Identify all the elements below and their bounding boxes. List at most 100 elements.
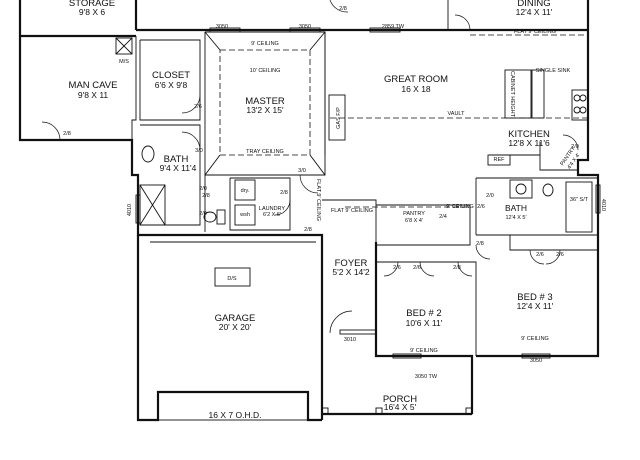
bath2-tub xyxy=(565,181,593,233)
ds-label: D/S xyxy=(227,276,237,282)
tray-ceiling-lines xyxy=(204,31,326,176)
ref-note: REF xyxy=(494,157,506,163)
dryer-label: dry. xyxy=(241,188,250,194)
window-great-room xyxy=(369,27,401,33)
bed3-9-ceiling: 9' CEILING xyxy=(521,336,549,342)
door-28-lower: 2/8 xyxy=(304,227,312,233)
laundry-size: 6'2 X 6' xyxy=(263,212,281,218)
garage-name: GARAGE xyxy=(215,313,256,324)
door-28-bath2: 2/8 xyxy=(476,241,484,247)
storage-name: STORAGE xyxy=(69,0,115,9)
door-26-pantry: 2/6 xyxy=(477,204,485,210)
interior-walls xyxy=(20,0,598,356)
dim-3050-bed3: 3050 xyxy=(530,358,542,364)
man-cave-size: 9'8 X 11 xyxy=(78,90,109,100)
disconnect-switch-box xyxy=(214,267,251,287)
fixtures xyxy=(115,27,601,421)
kitchen-size: 12'8 X 11'6 xyxy=(508,138,550,148)
gas-fp-note: GAS F/P xyxy=(336,107,342,129)
fireplace xyxy=(328,94,346,141)
window-bed2 xyxy=(392,353,422,359)
bath2-sink xyxy=(509,179,533,199)
bath2-name: BATH xyxy=(505,203,527,213)
hall-flat-ceiling: FLAT 9' CEILING xyxy=(331,208,373,214)
porch-name: PORCH xyxy=(383,394,417,405)
kitchen-island xyxy=(504,69,532,119)
door-26-bed3b: 2/6 xyxy=(556,252,564,258)
storage-size: 9'8 X 6 xyxy=(79,7,105,17)
door-30-closet: 3/0 xyxy=(195,148,203,154)
door-20-bath: 2/0 xyxy=(199,186,207,192)
ceiling-lines xyxy=(219,34,588,208)
master-9-ceiling: 9' CEILING xyxy=(251,41,279,47)
pantry-large-size: 6'8 X 4' xyxy=(405,218,423,224)
ohd-label: 16 X 7 O.H.D. xyxy=(209,410,262,420)
great-room-name: GREAT ROOM xyxy=(384,74,448,85)
door-30-master: 3/0 xyxy=(298,168,306,174)
door-26-bed3a: 2/6 xyxy=(536,252,544,258)
dim-4010-left: 4010 xyxy=(127,204,133,216)
master-toilet xyxy=(203,211,217,223)
dim-3050-tw: 3050 TW xyxy=(415,374,438,380)
door-20-bath2: 2/0 xyxy=(486,193,494,199)
window-master-2 xyxy=(289,27,321,33)
bed2-9-ceiling: 9' CEILING xyxy=(410,348,438,354)
foyer-size: 5'2 X 14'2 xyxy=(332,267,370,277)
washer-label: wsh xyxy=(239,212,250,218)
bed3-name: BED # 3 xyxy=(517,292,552,303)
door-28-top: 2/8 xyxy=(339,6,347,12)
cabinet-height-note: CABINET HEIGHT xyxy=(509,71,515,118)
door-20-bottom-bath: 2/0 xyxy=(199,211,207,217)
dim-2859-tw: 2859 TW xyxy=(382,24,405,30)
dining-size: 12'4 X 11' xyxy=(516,7,553,17)
garage-door xyxy=(157,391,309,421)
great-room-size: 16 X 18 xyxy=(401,84,431,94)
plan-notes: M/S 9' CEILING 10' CEILING TRAY CEILING … xyxy=(119,29,589,420)
bath2-toilet xyxy=(542,183,554,197)
master-bath-name: BATH xyxy=(164,154,189,165)
pantry-large-name: PANTRY xyxy=(403,211,425,217)
door-swings xyxy=(41,0,579,334)
door-20-kitchen: 2/0 xyxy=(571,144,579,150)
dim-3050-b: 3050 xyxy=(299,24,311,30)
master-10-ceiling: 10' CEILING xyxy=(250,68,281,74)
room-labels: STORAGE 9'8 X 6 DINING 12'4 X 11' CLOSET… xyxy=(69,0,582,412)
door-28-laundry: 2/8 xyxy=(280,190,288,196)
man-cave-name: MAN CAVE xyxy=(69,80,118,91)
closet-size: 6'6 X 9'8 xyxy=(155,80,188,90)
master-bath-sink xyxy=(141,145,155,163)
door-26-closet: 2/6 xyxy=(194,104,202,110)
kitchen-range xyxy=(571,89,589,121)
master-bath-size: 9'4 X 11'4 xyxy=(160,163,197,173)
hall-9-ceiling: 9' CEILING xyxy=(446,204,474,210)
dryer xyxy=(234,179,256,201)
bed3-size: 12'4 X 11' xyxy=(517,301,554,311)
porch-size: 16'4 X 5' xyxy=(384,402,417,412)
door-26-bed2b: 2/6 xyxy=(413,265,421,271)
bed2-size: 10'6 X 11' xyxy=(406,318,443,328)
window-bed3 xyxy=(521,353,551,359)
bed2-name: BED # 2 xyxy=(406,308,441,319)
ms-note: M/S xyxy=(119,59,129,65)
exterior-walls xyxy=(18,0,600,422)
window-foyer xyxy=(339,329,377,335)
master-size: 13'2 X 15' xyxy=(246,105,284,115)
door-28-mancave: 2/8 xyxy=(63,131,71,137)
dim-3010: 3010 xyxy=(344,337,356,343)
washer xyxy=(234,204,256,226)
bath2-size: 12'4 X 5' xyxy=(505,215,526,221)
dim-3050-a: 3050 xyxy=(216,24,228,30)
window-right xyxy=(595,184,601,214)
door-26-bed2a: 2/6 xyxy=(393,265,401,271)
closet-name: CLOSET xyxy=(152,70,190,81)
tub-label: 36" S/T xyxy=(570,197,589,203)
laundry-name: LAUNDRY xyxy=(259,206,286,212)
foyer-name: FOYER xyxy=(335,258,368,269)
window-left xyxy=(135,194,141,224)
dim-4010-right: 4010 xyxy=(600,199,606,211)
master-name: MASTER xyxy=(245,96,285,107)
kitchen-name: KITCHEN xyxy=(508,129,550,140)
mechanical-space-box xyxy=(115,37,133,55)
dimension-labels: 3050 3050 2859 TW 3050 3050 TW 3010 4010… xyxy=(63,6,606,380)
